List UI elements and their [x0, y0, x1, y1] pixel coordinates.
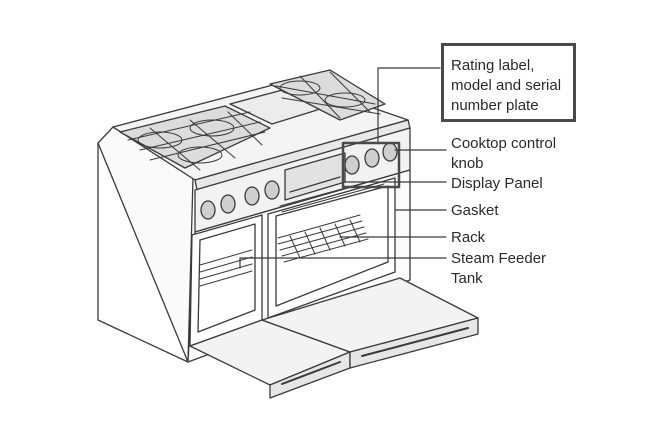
rack-label: Rack — [451, 229, 486, 246]
gasket-label: Gasket — [451, 202, 499, 219]
cooktop-knob-label-line-2: knob — [451, 155, 484, 172]
rating-label-line-2: model and serial — [451, 77, 562, 94]
rating-label-callout-box — [441, 43, 576, 122]
cooktop-knob-label-line-1: Cooktop control — [451, 135, 557, 152]
control-panel — [194, 127, 411, 233]
steam-feeder-label-line-1: Steam Feeder — [451, 250, 547, 267]
rating-label-line-3: number plate — [451, 97, 539, 114]
rating-label-line-1: Rating label, — [451, 57, 535, 74]
rating-label-line — [377, 67, 441, 143]
display-panel-label: Display Panel — [451, 175, 543, 192]
knobs — [200, 142, 398, 220]
range-body-front — [187, 169, 411, 363]
steam-feeder-label-line-2: Tank — [451, 270, 483, 287]
oven-racks — [199, 177, 385, 287]
callout-lines — [239, 67, 447, 269]
rating-label-highlight — [341, 141, 401, 189]
cooktop-surface — [112, 69, 411, 191]
oven-doors — [189, 277, 479, 399]
